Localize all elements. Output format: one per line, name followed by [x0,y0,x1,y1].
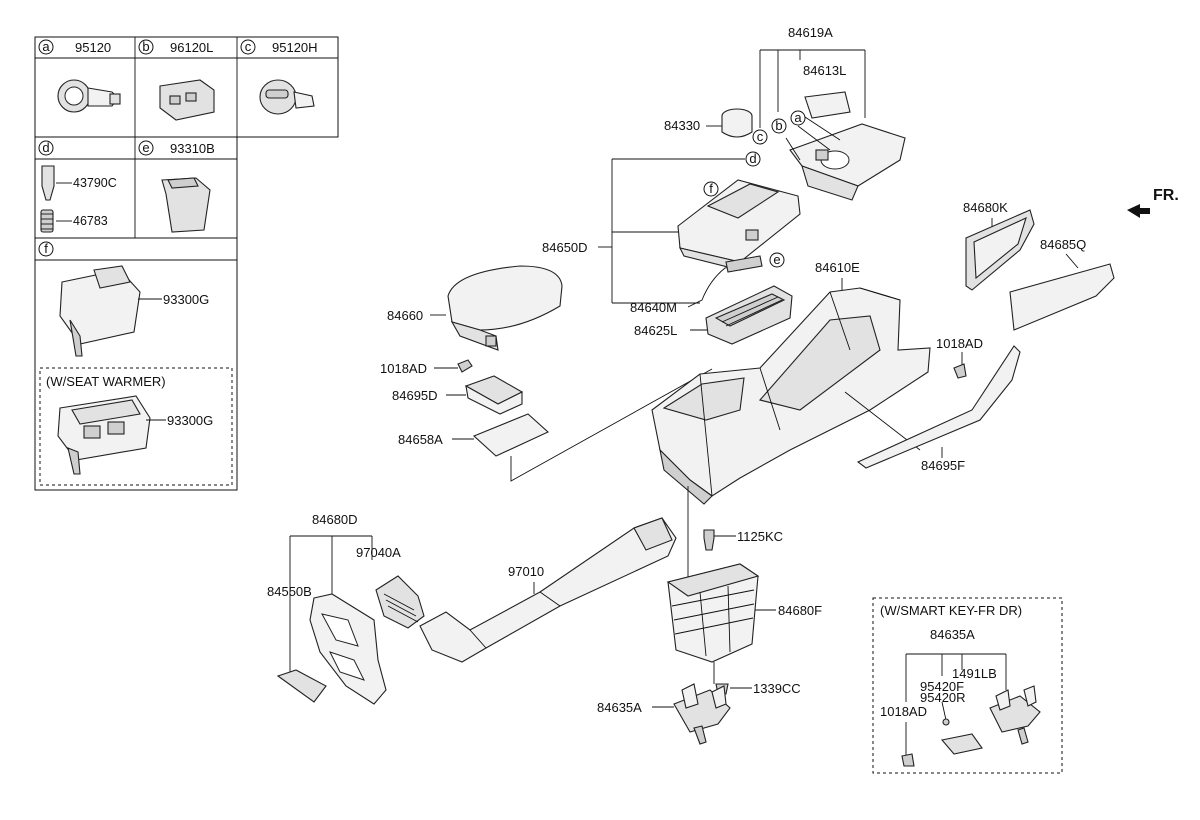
air-vent-97040A [375,575,425,629]
legend-circle-f [38,241,54,257]
smart-key-label-1018AD: 1018AD [880,704,927,719]
smart-key-fastener [942,718,950,726]
callout-circle-d [745,151,761,167]
upper-console-cover-84619A [785,116,906,201]
tray-pad-84613L [804,91,851,119]
smart-key-box [872,597,1063,774]
legend-letter-d: d [42,140,49,155]
legend-circle-a [38,39,54,55]
center-fascia-84680D [309,593,387,705]
callout-circle-c-top [752,129,768,145]
callout-circle-f [703,181,719,197]
label-84550B: 84550B [267,584,312,599]
legend-circle-c [240,39,256,55]
callout-c-top: c [757,129,764,144]
seat-warmer-switch-illustration [57,395,166,475]
label-84635A: 84635A [597,700,642,715]
label-84619A: 84619A [788,25,833,40]
bracket-84635A [673,683,731,745]
legend-part-d1: 43790C [73,176,117,190]
label-84680D: 84680D [312,512,358,527]
label-97040A: 97040A [356,545,401,560]
wiring-84640M [725,255,763,273]
legend-circle-d [38,140,54,156]
smart-key-bracket [989,685,1041,745]
power-outlet-illustration [259,79,315,115]
callout-circle-a-top [790,110,806,126]
label-84658A: 84658A [398,432,443,447]
label-84640M: 84640M [630,300,677,315]
callout-f: f [709,181,713,196]
label-1339CC: 1339CC [753,681,801,696]
label-84610E: 84610E [815,260,860,275]
label-84695D: 84695D [392,388,438,403]
screw-1018AD-right [953,363,967,379]
smart-key-title: (W/SMART KEY-FR DR) [880,603,1022,618]
callout-e: e [773,252,780,267]
smart-key-label-1491LB: 1491LB [952,666,997,681]
label-84685Q: 84685Q [1040,237,1086,252]
usb-aux-jack-illustration [159,79,215,121]
label-84330: 84330 [664,118,700,133]
label-1018AD-right: 1018AD [936,336,983,351]
screw-1018AD-left [457,359,473,373]
heated-seat-switch-illustration [59,265,162,357]
rear-air-duct-97010 [419,517,677,663]
cigar-lighter-socket-illustration [57,79,121,113]
legend-letter-f: f [44,241,48,256]
legend-letter-b: b [142,39,149,54]
legend-part-f: 93300G [163,292,209,307]
callout-circle-e [769,252,785,268]
smart-key-antenna [940,733,983,755]
side-trim-84695F [856,345,1021,469]
legend-part-e: 93310B [170,141,215,156]
label-84650D: 84650D [542,240,588,255]
front-direction-arrow [1127,204,1150,218]
callout-a-top: a [794,110,802,125]
label-1018AD-left: 1018AD [380,361,427,376]
armrest-84660 [447,265,563,351]
front-direction-label: FR. [1153,187,1179,204]
legend-circle-b [138,39,154,55]
seat-warmer-label: (W/SEAT WARMER) [46,374,166,389]
label-1125KC: 1125KC [737,529,783,544]
shift-knob-84330 [721,108,753,138]
pin-and-spring-illustration [40,165,72,233]
smart-key-label-84635A: 84635A [930,627,975,642]
label-84695F: 84695F [921,458,965,473]
storage-insert-84695D [464,375,524,415]
legend-part-d2: 46783 [73,214,108,228]
mat-84658A [472,413,549,457]
legend-letter-e: e [142,140,149,155]
storage-tray-84625L [705,285,793,345]
legend-letter-a: a [42,39,50,54]
storage-bin-84680F [666,563,760,663]
side-panel-84680K [965,209,1035,291]
connector-illustration [161,177,211,233]
label-97010: 97010 [508,564,544,579]
label-84680K: 84680K [963,200,1008,215]
legend-table: a 95120 b 96120L c 95120H d e 93310B f [34,36,339,491]
screw-1125KC [703,529,715,551]
cover-84550B [276,669,327,703]
smart-key-label-95420F: 95420F [920,679,964,694]
callout-circle-b-top [771,118,787,134]
legend-part-b: 96120L [170,40,213,55]
legend-letter-c: c [245,39,252,54]
callout-b-top: b [775,118,782,133]
floor-console-84610E [651,287,931,505]
callout-d: d [749,151,756,166]
seat-warmer-part: 93300G [167,413,213,428]
legend-part-c: 95120H [272,40,318,55]
label-84680F: 84680F [778,603,822,618]
label-84613L: 84613L [803,63,846,78]
label-84660: 84660 [387,308,423,323]
smart-key-screw-1018AD [901,753,915,767]
label-84625L: 84625L [634,323,677,338]
smart-key-label-95420R: 95420R [920,690,966,705]
legend-circle-e [138,140,154,156]
legend-part-a: 95120 [75,40,111,55]
side-cover-84685Q [1009,263,1115,331]
